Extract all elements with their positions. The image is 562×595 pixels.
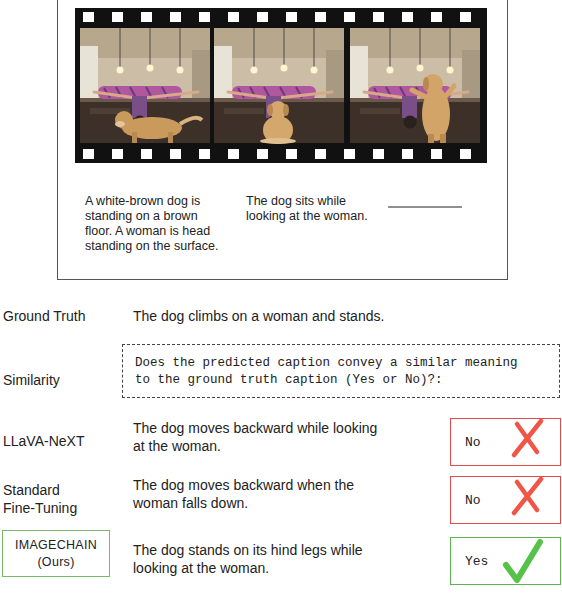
verdict-box: No <box>450 418 561 466</box>
row-label: Similarity <box>3 371 118 389</box>
caption-text: The dog moves backward when the woman fa… <box>133 476 388 512</box>
verdict-marks <box>506 421 541 580</box>
caption-text: The dog climbs on a woman and stands. <box>133 307 463 325</box>
example-frame: A white-brown dog is standing on a brown… <box>57 0 508 280</box>
video-frame <box>214 28 344 144</box>
check-mark <box>506 542 540 580</box>
method-name-box: IMAGECHAIN (Ours) <box>2 530 110 577</box>
box-text: Does the predicted caption convey a simi… <box>135 355 530 389</box>
video-frame <box>80 28 210 143</box>
row-label: LLaVA-NeXT <box>3 432 128 450</box>
box-text: No <box>465 493 481 508</box>
blank-caption-line <box>388 206 462 207</box>
cross-mark <box>514 421 541 455</box>
verdict-box: Yes <box>450 537 561 585</box>
film-strip <box>75 8 487 163</box>
cross-mark <box>514 479 541 513</box>
verdict-box: No <box>450 476 561 524</box>
frame-caption: A white-brown dog is standing on a brown… <box>85 194 225 254</box>
row-label: Ground Truth <box>3 307 128 325</box>
caption-text: The dog stands on its hind legs while lo… <box>133 541 388 577</box>
box-text: Yes <box>465 554 488 569</box>
frame-caption: The dog sits while looking at the woman. <box>246 194 368 224</box>
caption-text: The dog moves backward while looking at … <box>133 419 383 455</box>
box-text: IMAGECHAIN (Ours) <box>9 537 103 571</box>
box-text: No <box>465 435 481 450</box>
similarity-prompt-box: Does the predicted caption convey a simi… <box>122 344 560 398</box>
row-label: Standard Fine-Tuning <box>3 481 95 517</box>
video-frame <box>350 28 480 143</box>
